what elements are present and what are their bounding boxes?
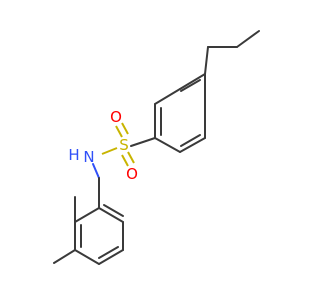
bond-s-o-top-2: [121, 122, 129, 135]
bond-ring2-b-inner: [103, 204, 124, 217]
bond-s-o-bottom-2: [127, 151, 135, 164]
bond-ring1-e-inner: [180, 134, 201, 147]
bond-s-o-bottom-1: [121, 154, 129, 167]
molecule-diagram: S O O N H: [53, 30, 260, 265]
atom-sulfur-label: S: [119, 136, 129, 154]
benzene-ring-top: [154, 73, 206, 153]
bond-methyl-lower: [53, 249, 76, 264]
bond-ring2-e: [74, 249, 100, 265]
atom-oxygen-bottom-label: O: [126, 165, 138, 183]
bond-ring1-e: [179, 137, 206, 153]
bond-n-ring: [92, 163, 100, 179]
benzene-ring-bottom: [74, 177, 124, 265]
bond-ring1-a-inner: [180, 79, 201, 92]
bond-ring1-d: [154, 137, 181, 153]
bond-propyl-ch2-ring: [204, 46, 209, 75]
atom-nitrogen-label: N: [83, 148, 94, 166]
structure-canvas: S O O N H: [53, 30, 260, 265]
bond-s-n: [101, 147, 118, 155]
bond-ring2-g: [74, 207, 100, 223]
bond-ring1-a: [179, 73, 206, 90]
propyl-chain: [204, 30, 260, 75]
bond-ring2-d: [98, 249, 124, 265]
bond-ring1-b: [154, 88, 181, 105]
bond-propyl-ch3-ch2: [236, 30, 260, 48]
sulfonyl-group: [101, 122, 135, 167]
atom-oxygen-top-label: O: [110, 108, 122, 126]
bond-ring-sulfur: [130, 137, 156, 147]
atom-hydrogen-label: H: [68, 146, 79, 164]
bond-ring2-b: [98, 207, 124, 223]
bond-ring2-d-inner: [98, 246, 119, 259]
bond-s-o-top-1: [115, 125, 123, 138]
